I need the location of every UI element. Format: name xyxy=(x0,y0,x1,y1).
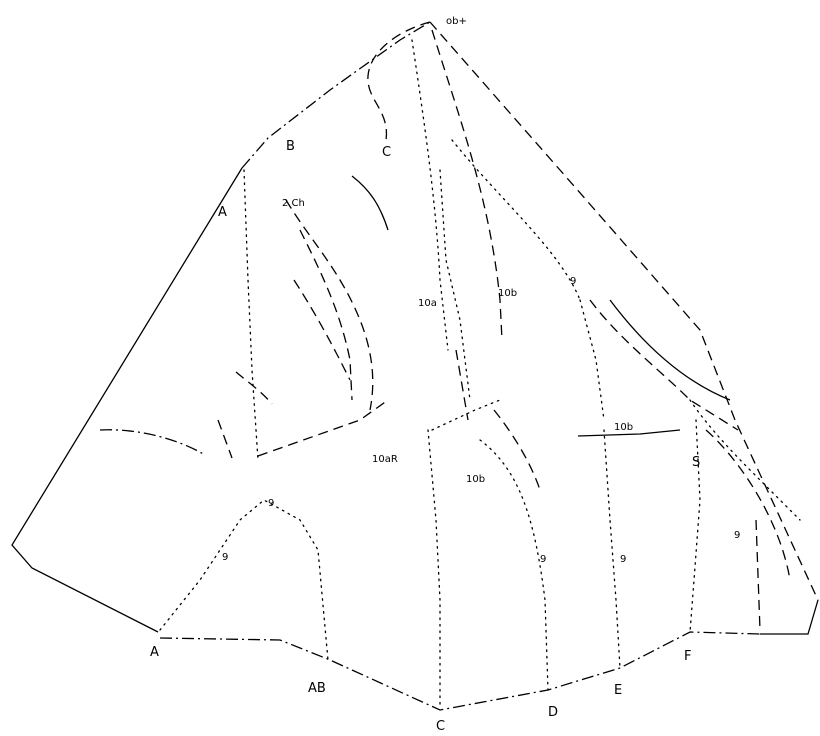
label-9-center: 9 xyxy=(540,554,546,565)
s-crossing xyxy=(689,399,801,521)
label-s-right: S xyxy=(692,455,700,470)
outer-boundary-top-right xyxy=(429,21,819,601)
right-upper-ridge xyxy=(589,299,739,431)
d-ridge-upper xyxy=(493,409,541,491)
inner-slope xyxy=(293,279,351,381)
d-column xyxy=(479,439,549,691)
label-9-left: 9 xyxy=(222,552,228,563)
hook-left xyxy=(235,371,273,405)
label-9-right: 9 xyxy=(620,554,626,565)
c-descender xyxy=(411,39,449,351)
right-arc-s xyxy=(705,429,791,581)
e-upper xyxy=(579,299,605,421)
c-loop xyxy=(367,21,431,141)
ch-lower xyxy=(257,399,389,457)
outer-boundary-left xyxy=(11,167,243,633)
label-10aR: 10aR xyxy=(372,454,398,465)
label-9-upper: 9 xyxy=(570,276,576,287)
label-9-far-right: 9 xyxy=(734,530,740,541)
a-vertical xyxy=(243,169,259,461)
label-d-bottom: D xyxy=(548,705,558,720)
label-ch: 2 Ch xyxy=(282,198,305,209)
arc-left-short xyxy=(351,175,389,231)
label-b-top: B xyxy=(286,139,295,154)
center-upper xyxy=(439,169,471,401)
arc-left-low xyxy=(99,429,206,456)
ridge-9-upper xyxy=(451,139,581,301)
label-9-lower-left: 9 xyxy=(268,498,274,509)
label-f-bottom: F xyxy=(684,649,691,664)
label-a-left: A xyxy=(218,205,227,220)
ch-ridge xyxy=(285,199,374,411)
far-right-vertical xyxy=(755,519,761,631)
outer-boundary-top-left xyxy=(241,21,431,169)
ridge-10b-right xyxy=(577,429,681,437)
e-column xyxy=(603,429,621,669)
central-cross xyxy=(431,399,501,431)
label-c-top: C xyxy=(382,145,391,160)
label-10b-upper: 10b xyxy=(498,288,517,299)
label-10b-mid: 10b xyxy=(614,422,633,433)
center-step xyxy=(455,349,469,421)
label-apex: ob+ xyxy=(446,16,467,27)
arc-9-right xyxy=(609,299,731,401)
ch-ridge-inner xyxy=(299,229,353,401)
outer-boundary-bottom xyxy=(159,631,761,711)
label-c-bottom: C xyxy=(436,719,445,734)
label-10a: 10a xyxy=(418,298,437,309)
lower-left-bump xyxy=(159,499,329,661)
ridge-10b xyxy=(431,29,503,341)
label-ab-bottom: AB xyxy=(308,681,326,696)
label-a-bottom: A xyxy=(150,645,159,660)
c-column xyxy=(427,429,441,707)
tick-left xyxy=(217,419,233,459)
f-column xyxy=(689,419,701,633)
outer-boundary-right xyxy=(760,599,819,635)
label-10b-lower: 10b xyxy=(466,474,485,485)
label-e-bottom: E xyxy=(614,683,622,698)
